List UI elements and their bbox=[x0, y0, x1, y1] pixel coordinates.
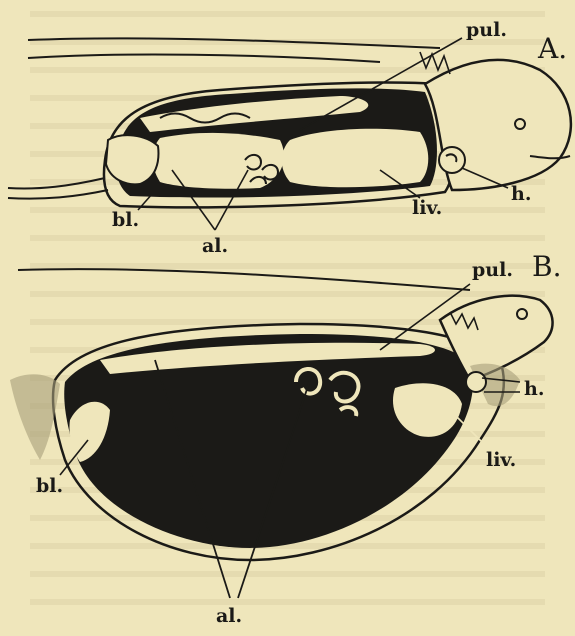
figure-a-label-h: h. bbox=[511, 183, 531, 205]
figure-b-shading-left bbox=[10, 374, 60, 460]
figure-b-panel-label: B. bbox=[532, 250, 561, 283]
figure-b-label-bl: bl. bbox=[36, 475, 63, 497]
figure-a-dorsal-line-2 bbox=[28, 55, 380, 62]
figure-a-panel-label: A. bbox=[537, 32, 567, 65]
figure-a-liver bbox=[282, 129, 429, 188]
figure-a bbox=[8, 38, 571, 230]
figure-a-bladder bbox=[106, 135, 158, 184]
figure-a-label-liv: liv. bbox=[412, 197, 442, 219]
figure-b-label-pul: pul. bbox=[472, 259, 513, 281]
figure-a-heart bbox=[439, 147, 465, 173]
figure-b-dorsal-line bbox=[18, 269, 470, 290]
figure-b-heart bbox=[466, 372, 486, 392]
figure-a-tail-2 bbox=[8, 190, 108, 199]
figure-a-label-al: al. bbox=[202, 235, 228, 257]
figure-a-label-pul: pul. bbox=[466, 19, 507, 41]
figure-a-label-bl: bl. bbox=[112, 209, 139, 231]
figure-b-label-al: al. bbox=[216, 605, 242, 627]
figure-b-label-h: h. bbox=[524, 378, 544, 400]
figure-b-label-liv: liv. bbox=[486, 449, 516, 471]
